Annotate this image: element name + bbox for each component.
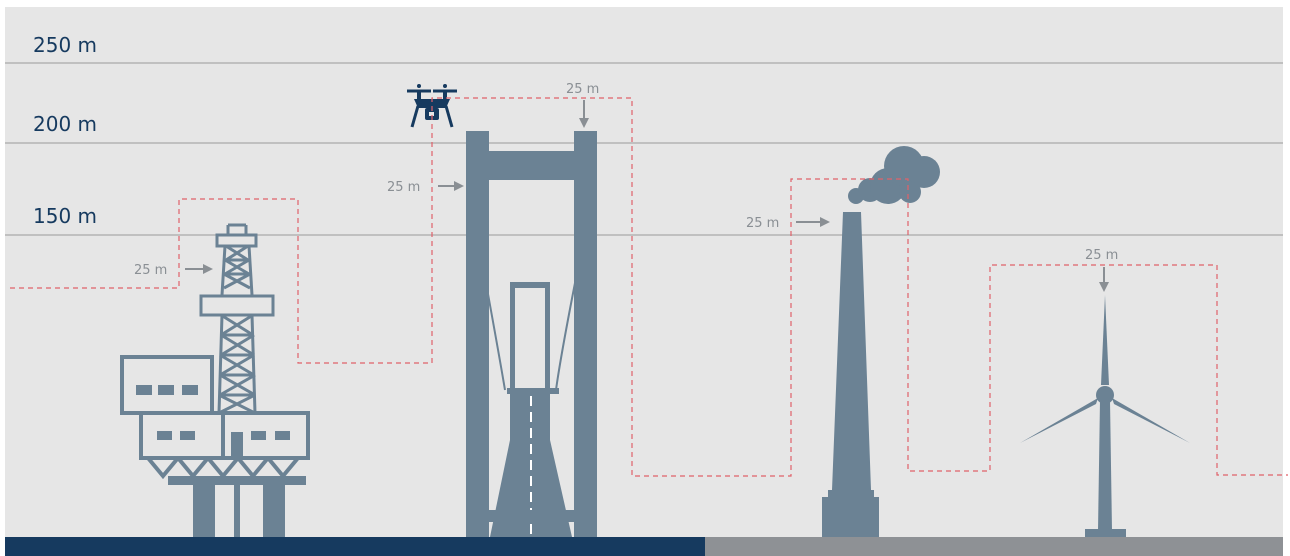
- ground-bar: [705, 537, 1283, 556]
- height-label-150: 150 m: [33, 204, 97, 228]
- clearance-label-turbine: 25 m: [1085, 248, 1118, 263]
- sea-bar: [5, 537, 705, 556]
- clearance-label-chimney: 25 m: [746, 216, 779, 231]
- clearance-label-bridge-side: 25 m: [387, 180, 420, 195]
- clearance-label-rig: 25 m: [134, 263, 167, 278]
- clearance-label-bridge-top: 25 m: [566, 82, 599, 97]
- smoke-icon: [848, 146, 940, 204]
- drone-icon: [407, 84, 457, 128]
- flight-path: [10, 97, 1288, 477]
- wind-turbine-icon: [1020, 295, 1190, 537]
- height-label-250: 250 m: [33, 33, 97, 57]
- oil-rig-icon: [120, 223, 310, 537]
- bridge-icon: [466, 131, 597, 537]
- clearance-arrows: [185, 100, 1109, 292]
- chimney-icon: [822, 212, 879, 537]
- height-label-200: 200 m: [33, 112, 97, 136]
